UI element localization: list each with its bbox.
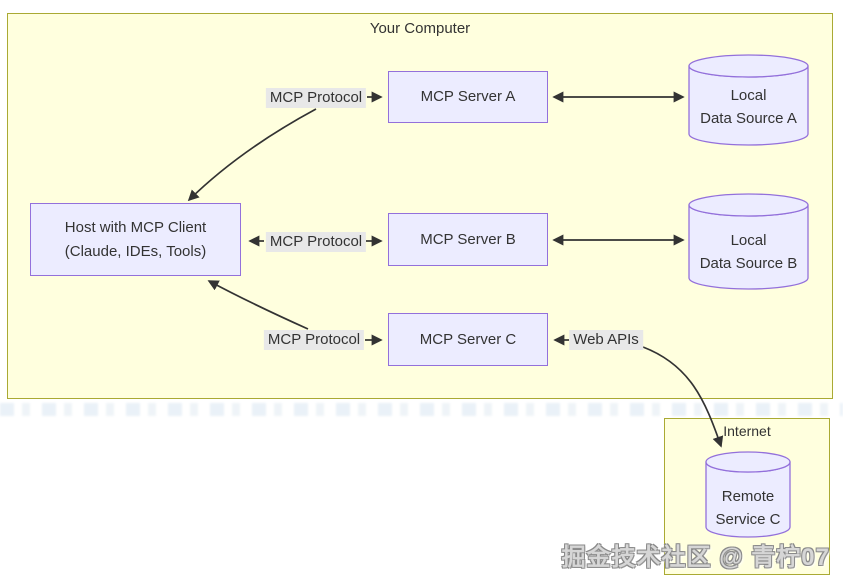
server-b-label: MCP Server B xyxy=(420,230,516,248)
datasource-a-line1: Local xyxy=(730,87,767,104)
datasource-b-line2: Data Source B xyxy=(699,255,798,272)
datasource-b-line1: Local xyxy=(730,232,767,249)
database-icon-local-data-source-b xyxy=(688,193,809,290)
host-label-line1: Host with MCP Client xyxy=(64,218,207,236)
edge-webapis-to-remote-service xyxy=(642,346,724,448)
remote-service-line1: Remote xyxy=(721,488,775,505)
edge-host-to-server-c xyxy=(207,280,309,330)
edge-host-to-server-a xyxy=(187,108,317,202)
watermark-text: 掘金技术社区 @ 青柠07 xyxy=(561,544,830,571)
remote-service-line2: Service C xyxy=(715,511,781,528)
edge-label-mcp-protocol-middle: MCP Protocol xyxy=(265,232,367,252)
node-mcp-server-c: MCP Server C xyxy=(388,313,548,366)
node-mcp-server-b: MCP Server B xyxy=(388,213,548,266)
datasource-a-line2: Data Source A xyxy=(700,110,797,127)
host-label-line2: (Claude, IDEs, Tools) xyxy=(64,242,207,260)
node-local-data-source-a: Local Data Source A xyxy=(689,84,808,130)
database-icon-remote-service-c xyxy=(705,451,791,538)
server-c-label: MCP Server C xyxy=(419,330,517,348)
node-host-with-mcp-client: Host with MCP Client (Claude, IDEs, Tool… xyxy=(30,203,241,276)
faint-watermark-band xyxy=(0,403,843,416)
edge-label-mcp-protocol-top: MCP Protocol xyxy=(265,88,367,108)
edge-label-mcp-protocol-bottom: MCP Protocol xyxy=(263,330,365,350)
server-a-label: MCP Server A xyxy=(420,88,516,105)
node-local-data-source-b: Local Data Source B xyxy=(689,229,808,275)
node-mcp-server-a: MCP Server A xyxy=(388,71,548,123)
your-computer-title: Your Computer xyxy=(369,20,471,37)
internet-cluster: Internet xyxy=(664,418,830,575)
internet-title: Internet xyxy=(723,423,771,439)
database-icon-local-data-source-a xyxy=(688,54,809,146)
edge-label-web-apis: Web APIs xyxy=(569,330,643,350)
node-remote-service-c: Remote Service C xyxy=(706,485,790,531)
